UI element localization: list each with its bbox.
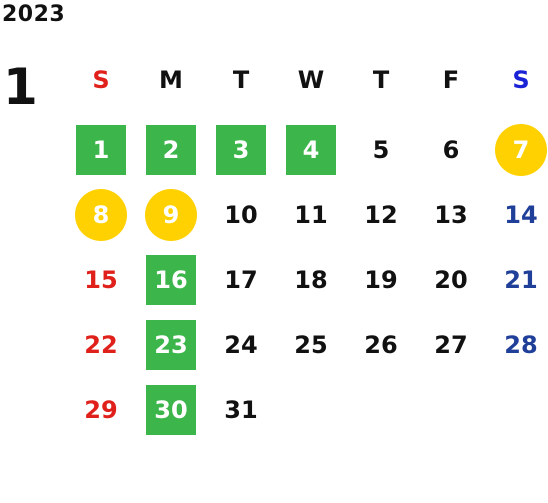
weekday-header: T — [372, 66, 390, 94]
calendar-day[interactable]: 27 — [434, 331, 468, 359]
calendar-day[interactable]: 21 — [504, 266, 538, 294]
calendar-day[interactable]: 7 — [495, 124, 547, 176]
calendar-day[interactable]: 13 — [434, 201, 468, 229]
weekday-header: F — [442, 66, 460, 94]
weekday-header: S — [92, 66, 110, 94]
calendar-day[interactable]: 8 — [75, 189, 127, 241]
calendar-day[interactable]: 29 — [84, 396, 118, 424]
calendar-day[interactable]: 28 — [504, 331, 538, 359]
weekday-header: T — [232, 66, 250, 94]
calendar-day[interactable]: 11 — [294, 201, 328, 229]
calendar-day[interactable]: 16 — [146, 255, 196, 305]
calendar-day[interactable]: 15 — [84, 266, 118, 294]
calendar-day[interactable]: 4 — [286, 125, 336, 175]
calendar-day[interactable]: 24 — [224, 331, 258, 359]
weekday-header: W — [297, 66, 325, 94]
weekday-header: M — [159, 66, 183, 94]
calendar-day[interactable]: 14 — [504, 201, 538, 229]
calendar-day[interactable]: 1 — [76, 125, 126, 175]
calendar-day[interactable]: 12 — [364, 201, 398, 229]
calendar-day[interactable]: 10 — [224, 201, 258, 229]
weekday-header: S — [512, 66, 530, 94]
calendar-day[interactable]: 19 — [364, 266, 398, 294]
calendar-day[interactable]: 25 — [294, 331, 328, 359]
calendar-year: 2023 — [2, 2, 66, 27]
calendar-day[interactable]: 23 — [146, 320, 196, 370]
calendar-day[interactable]: 18 — [294, 266, 328, 294]
calendar-day[interactable]: 17 — [224, 266, 258, 294]
calendar-day[interactable]: 6 — [442, 136, 460, 164]
calendar-day[interactable]: 26 — [364, 331, 398, 359]
calendar-day[interactable]: 9 — [145, 189, 197, 241]
calendar-month: 1 — [3, 58, 38, 116]
calendar-day[interactable]: 5 — [372, 136, 390, 164]
calendar-day[interactable]: 22 — [84, 331, 118, 359]
calendar-day[interactable]: 30 — [146, 385, 196, 435]
calendar-day[interactable]: 31 — [224, 396, 258, 424]
calendar-day[interactable]: 3 — [216, 125, 266, 175]
calendar-day[interactable]: 2 — [146, 125, 196, 175]
calendar-day[interactable]: 20 — [434, 266, 468, 294]
